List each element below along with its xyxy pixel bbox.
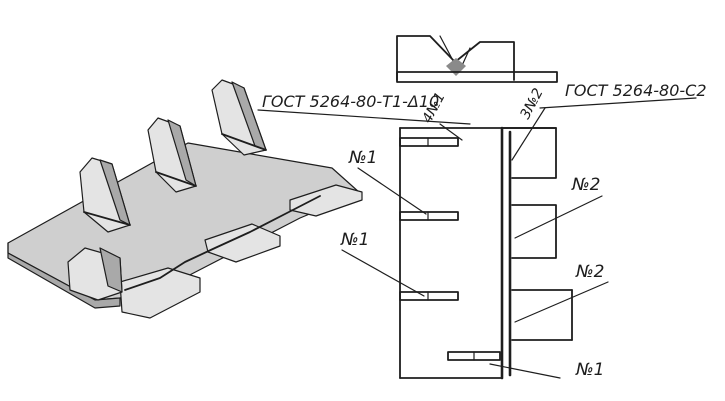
plate-tab-front: [119, 267, 201, 319]
callout-gost-t1: ГОСТ 5264-80-Т1-Δ10: [262, 92, 439, 111]
leader-gost-t1: [257, 109, 471, 125]
right-tab-3: [511, 289, 573, 341]
weld-symbol-1: [399, 137, 459, 147]
leader-left-no1-upper: [357, 167, 427, 215]
right-tab-1: [501, 127, 557, 179]
plate-tab-right: [289, 184, 363, 217]
section-detail-top: [396, 35, 558, 83]
right-tab-2: [511, 204, 557, 259]
leader-bottom-no1: [489, 363, 561, 379]
leader-right-no2-lower: [514, 281, 609, 323]
weld-symbol-3: [399, 291, 459, 301]
callout-right-no2-lower: №2: [575, 262, 605, 282]
callout-bottom-no1: №1: [575, 360, 605, 380]
weld-symbol-4: [447, 351, 501, 361]
rib-base-welds: [83, 133, 267, 226]
weld-symbol-2: [399, 211, 459, 221]
leader-right-no2-upper: [514, 195, 603, 239]
section-plate: [396, 71, 558, 83]
isometric-assembly-view: [7, 79, 363, 319]
leader-marker-4n1: [439, 123, 463, 141]
callout-right-no2-upper: №2: [571, 175, 601, 195]
tab-weld-seam: [124, 195, 321, 291]
rib-front-side: [99, 247, 123, 293]
callout-left-no1-upper: №1: [348, 148, 378, 168]
leader-gost-c2: [539, 97, 697, 109]
callout-marker-3n2: 3№2: [517, 86, 546, 122]
section-weld-fill: [446, 58, 466, 76]
callout-labels: ГОСТ 5264-80-Т1-Δ10 4№1 ГОСТ 5264-80-С2 …: [262, 81, 707, 380]
callout-left-no1-lower: №1: [340, 230, 370, 250]
callout-gost-c2: ГОСТ 5264-80-С2: [565, 81, 707, 100]
leader-marker-3n2: [511, 107, 546, 161]
elevation-view: [257, 97, 697, 380]
leader-left-no1-lower: [341, 249, 425, 297]
base-plate-edge: [7, 242, 121, 309]
